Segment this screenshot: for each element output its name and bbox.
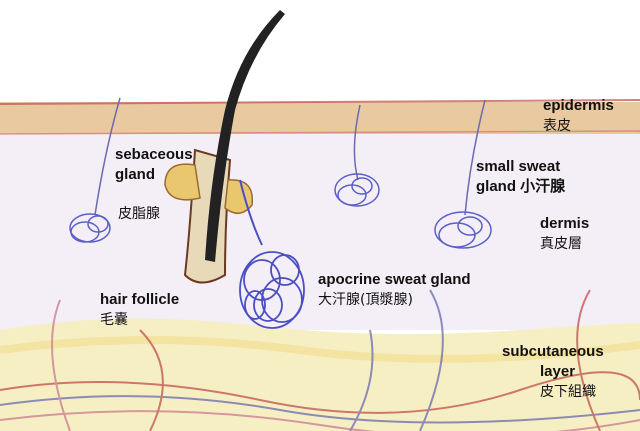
subcutaneous-streak <box>0 336 640 363</box>
dermis-label-zh: 真皮層 <box>540 236 582 252</box>
subcutaneous-label: layer 皮下組織 <box>540 362 596 402</box>
sebaceous-label-en2: gland <box>115 166 155 183</box>
apocrine-label-zh: 大汗腺(頂漿腺) <box>318 292 413 308</box>
hair-follicle-label: hair follicle 毛囊 <box>100 290 179 330</box>
dermis-label-en: dermis <box>540 215 590 232</box>
hair-follicle-label-en: hair follicle <box>100 291 180 308</box>
hair-shaft <box>205 10 285 262</box>
sebaceous-label-zh: 皮脂腺 <box>118 206 160 222</box>
blood-vessels <box>0 289 640 431</box>
sebaceous-gland-label: sebaceous gland <box>115 145 193 185</box>
epidermis-layer <box>0 102 640 134</box>
epidermis-label: epidermis 表皮 <box>543 96 614 136</box>
epidermis-top-line <box>0 99 640 105</box>
apocrine-sweat-gland-label: apocrine sweat gland 大汗腺(頂漿腺) <box>318 270 471 310</box>
subcutaneous-label-en2: layer <box>540 363 576 380</box>
epidermis-label-zh: 表皮 <box>543 118 571 134</box>
subcutaneous-label-zh: 皮下組織 <box>540 384 596 400</box>
subcutaneous-label-en1: subcutaneous <box>502 343 604 360</box>
dermis-layer <box>0 130 640 330</box>
epidermis-label-en: epidermis <box>543 97 614 114</box>
sebaceous-gland-right <box>224 179 254 214</box>
apocrine-label-en: apocrine sweat gland <box>318 271 471 288</box>
small-sweat-gland-coils <box>69 173 492 249</box>
apocrine-duct <box>239 179 263 246</box>
small-sweat-gland-label: small sweat gland 小汗腺 <box>476 157 565 197</box>
sebaceous-gland-left <box>164 163 201 201</box>
small-sweat-label-en1: small sweat <box>476 158 561 175</box>
sebaceous-label-en1: sebaceous <box>115 146 193 163</box>
apocrine-gland-coil <box>239 251 305 329</box>
epidermis-bottom-line <box>0 130 640 135</box>
small-sweat-label-en2: gland 小汗腺 <box>476 178 566 195</box>
hair-follicle-label-zh: 毛囊 <box>100 312 128 328</box>
dermis-label: dermis 真皮層 <box>540 214 589 254</box>
